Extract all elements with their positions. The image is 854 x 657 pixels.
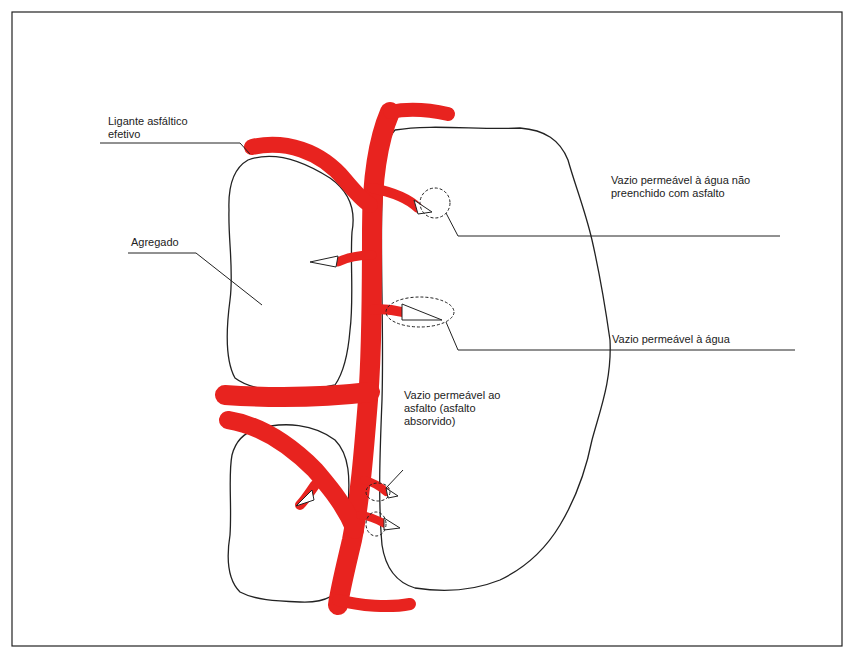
void-asphalt: [296, 490, 314, 506]
void-water: [310, 256, 338, 267]
void-water: [402, 304, 442, 320]
callout-label: Agregado: [131, 236, 211, 249]
aggregates: [227, 127, 610, 602]
callout-label: Vazio permeável à água: [612, 333, 792, 346]
aggregate-right: [380, 127, 611, 590]
callout-label: Vazio permeável ao asfalto (asfalto abso…: [404, 389, 512, 428]
callout-label: Vazio permeável à água não preenchido co…: [611, 174, 751, 200]
voids: [296, 200, 442, 530]
void-markers: [366, 188, 454, 536]
frame: [12, 12, 842, 646]
asphalt-binder: [225, 110, 448, 606]
aggregate-left-top: [227, 156, 353, 392]
callout-label: Ligante asfáltico efetivo: [108, 115, 213, 141]
leader-lines: [100, 143, 795, 488]
